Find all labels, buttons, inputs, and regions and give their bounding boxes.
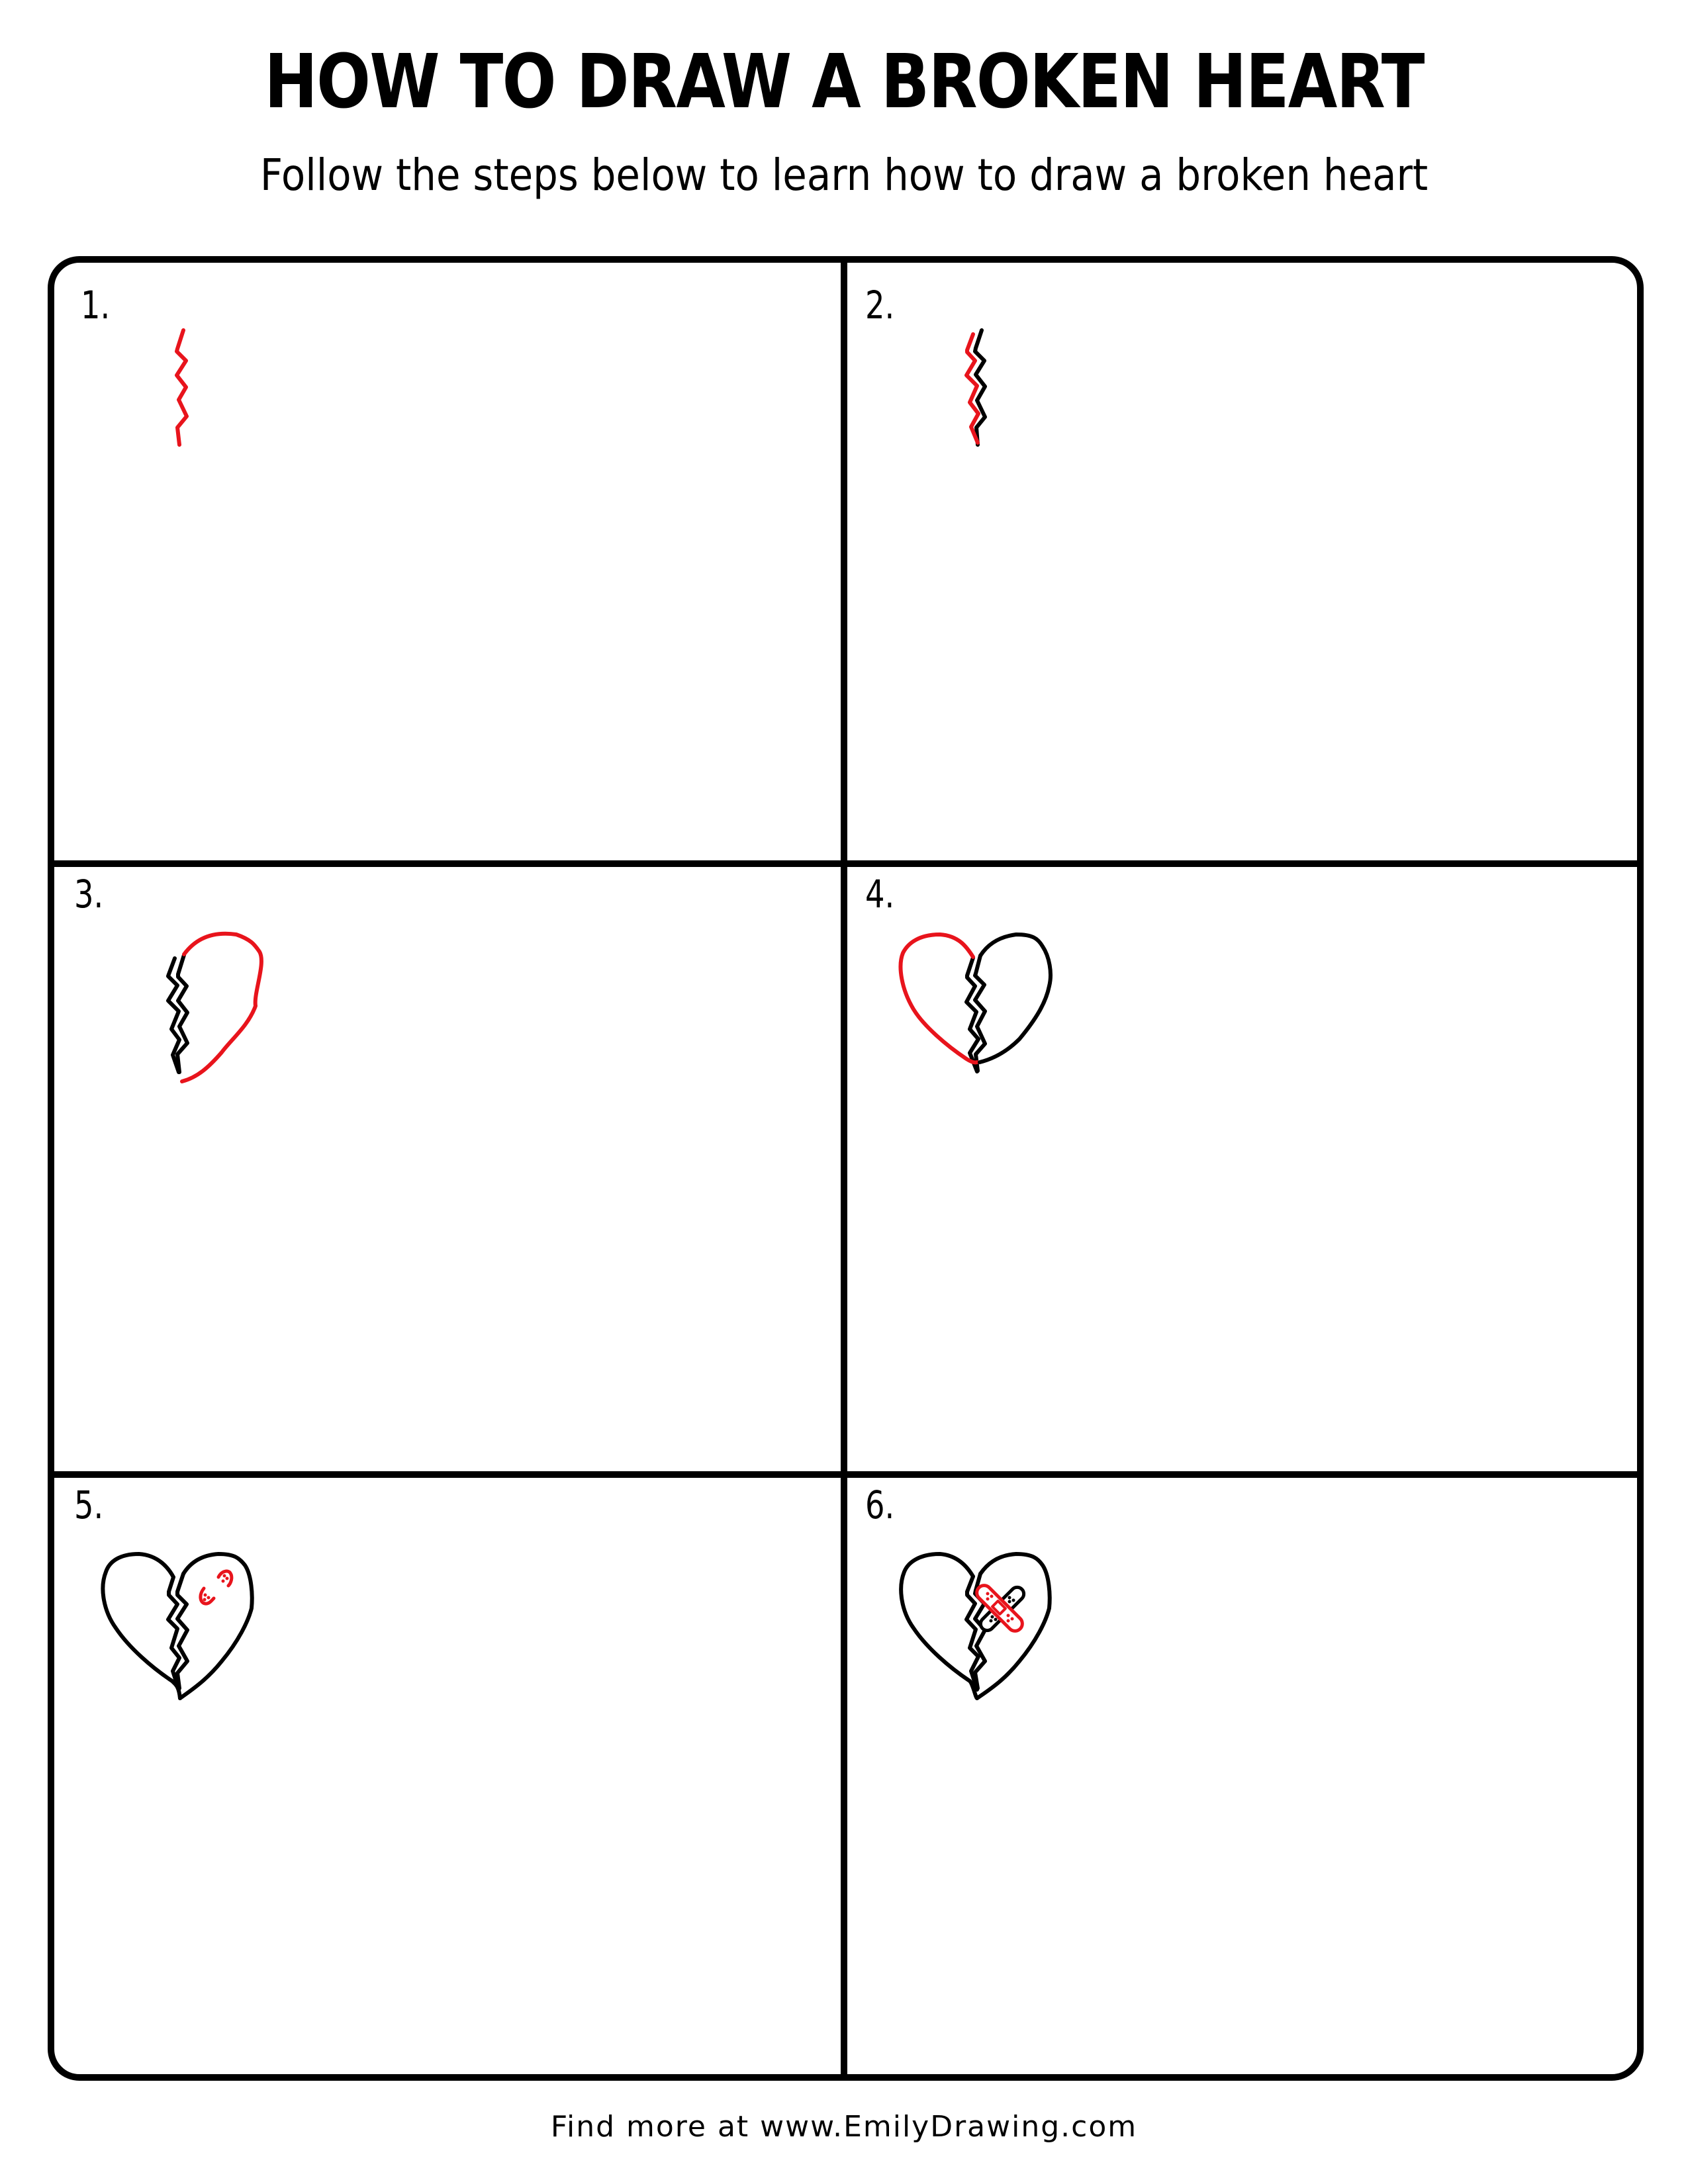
step-3-label: 3. bbox=[74, 872, 104, 917]
step-2-label: 2. bbox=[865, 283, 895, 328]
step-4-label: 4. bbox=[865, 872, 895, 917]
footer-credit: Find more at www.EmilyDrawing.com bbox=[550, 2110, 1138, 2144]
step-5-heart-drawing bbox=[101, 1552, 254, 1700]
bandage-red-icon bbox=[975, 1584, 1024, 1633]
grid-horizontal-divider-1 bbox=[48, 860, 1644, 867]
step-4-heart-drawing bbox=[898, 933, 1053, 1073]
step-1-crack-drawing bbox=[175, 328, 189, 447]
step-2-crack-drawing bbox=[964, 328, 987, 447]
grid-vertical-divider bbox=[841, 256, 847, 2081]
grid-horizontal-divider-2 bbox=[48, 1471, 1644, 1478]
bandage-dots-icon bbox=[203, 1574, 229, 1602]
page-subtitle: Follow the steps below to learn how to d… bbox=[259, 150, 1429, 201]
step-5-label: 5. bbox=[74, 1482, 104, 1527]
page-title: HOW TO DRAW A BROKEN HEART bbox=[264, 39, 1425, 125]
step-1-label: 1. bbox=[81, 283, 111, 328]
bandage-end-icon bbox=[199, 1569, 234, 1606]
step-6-heart-drawing bbox=[899, 1552, 1052, 1700]
step-6-label: 6. bbox=[865, 1482, 895, 1527]
step-3-heart-drawing bbox=[166, 931, 263, 1083]
